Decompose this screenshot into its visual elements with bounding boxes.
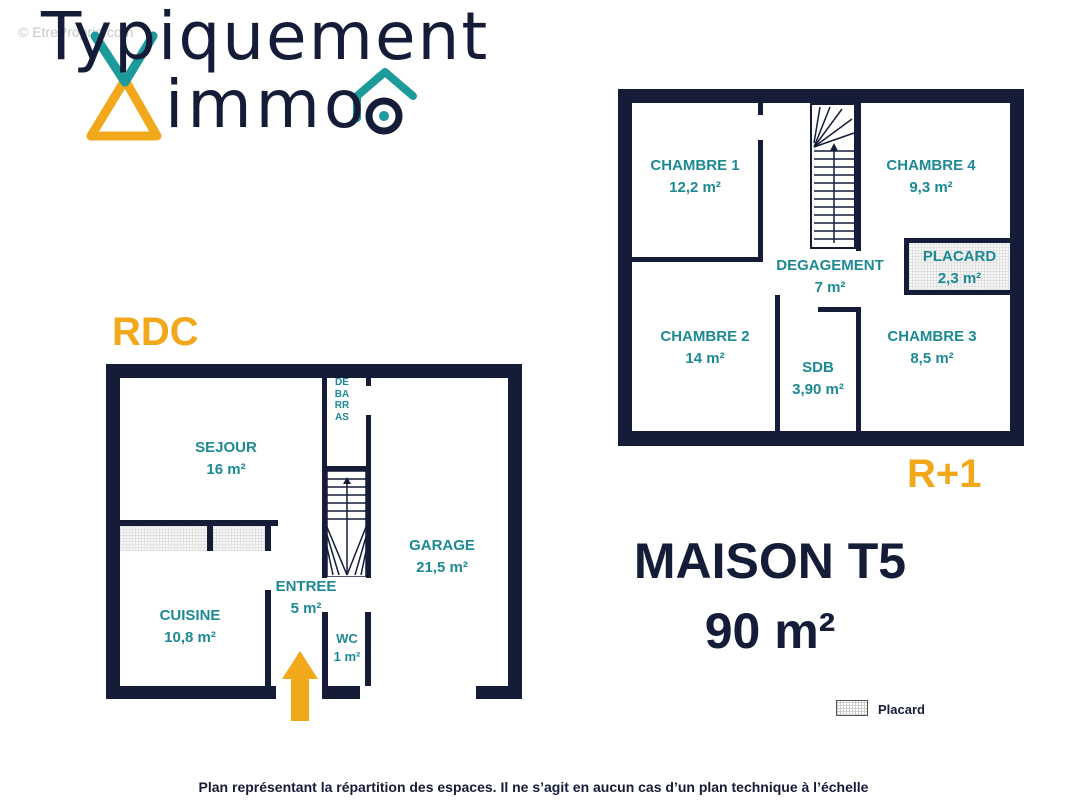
room-area: 16 m² [206,461,246,478]
floor-label-r1: R+1 [907,452,982,496]
room-name: DEBARRAS [334,377,350,423]
room-name: ENTREE [275,578,337,595]
room-name: GARAGE [409,537,475,554]
wall [322,686,360,699]
wall [207,520,213,551]
wall [904,290,1010,295]
room-area: 8,5 m² [910,350,954,367]
placard-hatch [213,526,265,551]
legend-placard-swatch [836,700,868,716]
floor-label-rdc: RDC [112,310,199,354]
logo-line-2: immo [165,66,369,143]
wall [476,686,522,699]
room-area: 1 m² [333,649,361,664]
logo: Typiquement immo [35,0,487,150]
house-surface: 90 m² [704,603,836,659]
room-area: 2,3 m² [937,270,982,287]
room-name: PLACARD [922,248,997,265]
room-name: SEJOUR [195,439,257,456]
wall [106,364,522,378]
room-entree: ENTREE 5 m² [266,576,346,620]
wall [904,238,909,295]
wall [365,612,371,686]
staircase-icon [327,471,366,577]
logo-mark-icon [86,31,417,141]
wall [904,238,1010,243]
wall [856,307,861,431]
room-name: CHAMBRE 2 [660,328,750,345]
room-area: 10,8 m² [164,629,216,646]
wall [618,89,1024,103]
room-garage: GARAGE 21,5 m² [380,535,504,579]
room-area: 14 m² [685,350,725,367]
room-name: CHAMBRE 1 [650,157,740,174]
wall [1010,89,1024,446]
room-sdb: SDB 3,90 m² [780,357,856,401]
room-degagement: DEGAGEMENT 7 m² [768,255,892,299]
legend-placard-label: Placard [878,702,925,717]
room-name: CHAMBRE 4 [886,157,976,174]
room-name: DEGAGEMENT [776,257,884,274]
room-area: 9,3 m² [909,179,953,196]
wall [366,378,371,386]
room-area: 21,5 m² [416,559,468,576]
entrance-arrow-icon [282,651,318,721]
logo-line-1: Typiquement [41,0,490,75]
room-area: 5 m² [290,600,322,617]
wall [322,378,327,578]
room-chambre-2: CHAMBRE 2 14 m² [640,326,770,370]
wall [618,431,1024,446]
room-cuisine: CUISINE 10,8 m² [130,605,250,649]
room-sejour: SEJOUR 16 m² [160,437,292,481]
wall [120,520,278,526]
placard-hatch [120,526,207,551]
wall [758,140,763,262]
wall [106,686,276,699]
wall [618,89,632,446]
wall [508,364,522,699]
wall [265,590,271,686]
room-placard: PLACARD 2,3 m² [909,246,1010,290]
room-chambre-3: CHAMBRE 3 8,5 m² [861,326,1003,370]
room-name: WC [336,631,358,646]
wall [106,364,120,699]
room-area: 7 m² [814,279,846,296]
placard-hatch [909,243,1010,290]
wall [775,295,780,431]
wall [818,307,860,312]
watermark: © EtreProprio.com [18,24,134,40]
wall [856,103,861,251]
footnote: Plan représentant la répartition des esp… [198,779,869,795]
wall [265,520,271,551]
house-type: MAISON T5 [633,533,907,589]
wall [632,257,762,262]
room-chambre-1: CHAMBRE 1 12,2 m² [632,155,758,199]
room-chambre-4: CHAMBRE 4 9,3 m² [861,155,1001,199]
room-wc: WC 1 m² [327,630,367,666]
wall [758,103,763,115]
wall [322,612,328,686]
staircase-icon [810,103,856,249]
wall [366,415,371,578]
room-name: CHAMBRE 3 [887,328,977,345]
room-area: 12,2 m² [669,179,721,196]
room-area: 3,90 m² [792,381,844,398]
wall [322,466,371,471]
room-name: SDB [802,359,834,376]
room-name: CUISINE [159,607,221,624]
